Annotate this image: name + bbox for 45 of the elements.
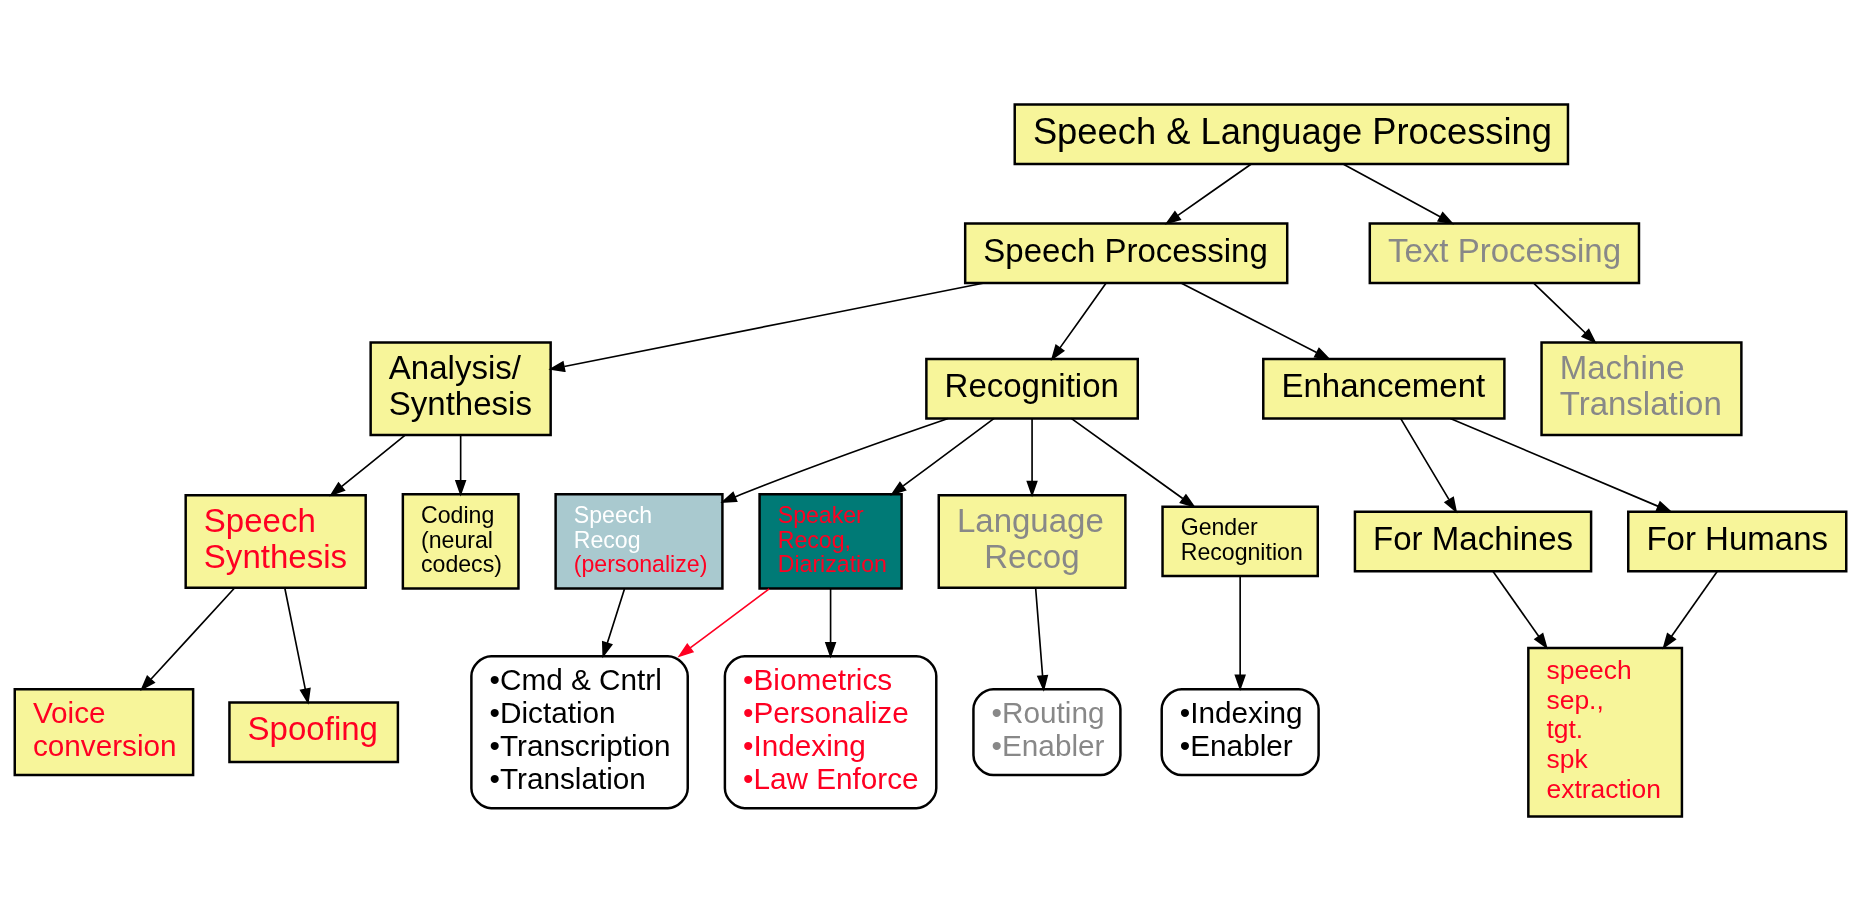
arrow [720, 417, 949, 503]
node-box: Recognition [925, 357, 1139, 420]
arrow [283, 586, 311, 705]
node-box: •Biometrics •Personalize •Indexing •Law Enforce [723, 654, 938, 809]
node-box: Analysis/ Synthesis [369, 340, 552, 436]
node-box: Language Recog [937, 493, 1127, 589]
arrow [677, 587, 770, 657]
arrow [1662, 570, 1718, 649]
arrow [1533, 282, 1597, 344]
node-box: Text Processing [1368, 221, 1641, 284]
node-box: Speech & Language Processing [1013, 102, 1570, 165]
arrow [1026, 417, 1038, 497]
node-box: Speech Processing [963, 221, 1289, 284]
node-box: Gender Recognition [1161, 505, 1319, 577]
node-box: Coding (neural codecs) [401, 492, 520, 590]
node-box: Speech Recog (personalize) [554, 492, 724, 590]
node-box: speech sep., tgt. spk extraction [1527, 646, 1684, 818]
node-box: •Routing •Enabler [972, 687, 1122, 776]
arrow [1399, 417, 1458, 513]
arrow [454, 433, 467, 496]
node-box: For Machines [1353, 509, 1593, 572]
arrow [548, 281, 986, 372]
arrow [1234, 574, 1246, 691]
node-box: Machine Translation [1540, 340, 1743, 436]
arrow [1070, 417, 1196, 508]
node-box: Voice conversion [13, 687, 195, 776]
arrow [1449, 417, 1673, 512]
node-box: Spoofing [228, 700, 400, 763]
arrow [890, 417, 995, 496]
arrow [1164, 162, 1252, 225]
node-box: For Humans [1627, 509, 1848, 572]
arrow [329, 433, 406, 497]
node-box: •Cmd & Cntrl •Dictation •Transcription •Translation [470, 654, 689, 809]
node-box: Speaker Recog, Diarization [758, 492, 903, 590]
arrow [1342, 162, 1455, 224]
arrow [1492, 570, 1548, 649]
arrow [140, 586, 236, 691]
arrow [824, 587, 837, 658]
node-box: Speech Synthesis [184, 493, 367, 589]
arrow [601, 587, 626, 658]
node-box: •Indexing •Enabler [1160, 687, 1320, 776]
node-box: Enhancement [1262, 357, 1506, 420]
arrow [1050, 282, 1107, 361]
arrow [1180, 281, 1331, 360]
arrow [1034, 586, 1049, 692]
